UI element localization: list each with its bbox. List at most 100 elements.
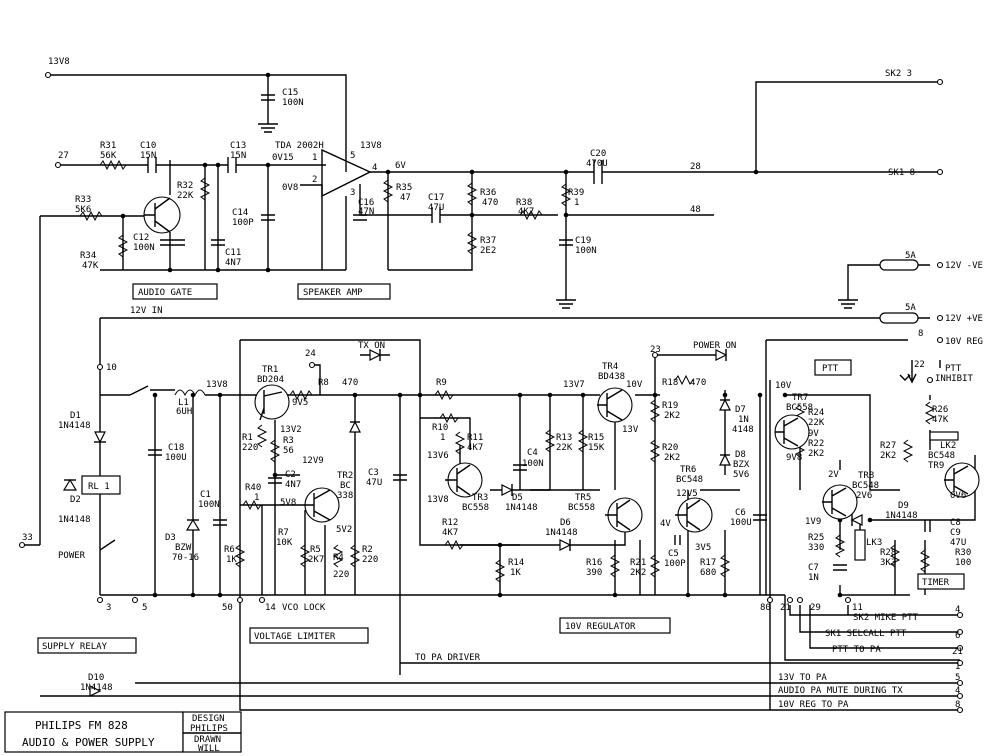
v13v7: 13V7 xyxy=(563,380,585,390)
r31-value: 56K xyxy=(100,151,117,161)
transistors xyxy=(143,196,980,533)
r18-ref: R18 xyxy=(662,378,678,388)
tr2-value-1: BC xyxy=(340,481,351,491)
r33-ref: R33 xyxy=(75,195,91,205)
c13-value: 15N xyxy=(230,151,246,161)
d10-ref: D10 xyxy=(88,673,104,683)
node-22: 22 xyxy=(914,360,925,370)
ptt-inhibit-line2: INHIBIT xyxy=(935,374,974,384)
c7-ref: C7 xyxy=(808,563,819,573)
tr4-ref: TR4 xyxy=(602,362,618,372)
node-14: 14 xyxy=(265,603,276,613)
r20-value: 2K2 xyxy=(664,453,680,463)
tr7-ref: TR7 xyxy=(792,393,808,403)
r8-ref: R8 xyxy=(318,378,329,388)
c8-value: 47U xyxy=(950,538,966,548)
r2-value: 220 xyxy=(362,555,378,565)
v12v5: 12V5 xyxy=(676,489,698,499)
d3-value-1: BZW xyxy=(175,543,192,553)
title-line-1: PHILIPS FM 828 xyxy=(35,719,128,732)
ic-pin2: 2 xyxy=(312,175,317,185)
lk2-ref: LK2 xyxy=(940,441,956,451)
r8-value: 470 xyxy=(342,378,358,388)
tr9-ref: TR9 xyxy=(928,461,944,471)
resistors xyxy=(79,159,936,583)
c3-ref: C3 xyxy=(368,468,379,478)
node-50: 50 xyxy=(222,603,233,613)
r40-value: 1 xyxy=(254,493,259,503)
node-23: 23 xyxy=(650,345,661,355)
r35-value: 47 xyxy=(400,193,411,203)
design-label: DESIGN xyxy=(192,714,225,724)
d5-value: 1N4148 xyxy=(505,503,538,513)
d5-ref: D5 xyxy=(512,493,523,503)
ic-pin1: 1 xyxy=(312,153,317,163)
out-audio-pa-mute-pin: 4 xyxy=(955,686,960,696)
power-switch-label: POWER xyxy=(58,551,86,561)
r26-ref: R26 xyxy=(932,405,948,415)
tr3-ref: TR3 xyxy=(472,493,488,503)
v9v5: 9V5 xyxy=(292,398,308,408)
fuse-1-rating: 5A xyxy=(905,251,916,261)
ic-supply-13v8: 13V8 xyxy=(360,141,382,151)
out-to-pa-driver-pin: 1 xyxy=(955,662,960,672)
tr9-value: BC548 xyxy=(928,451,955,461)
r11-ref: R11 xyxy=(467,433,483,443)
r16-ref: R16 xyxy=(586,558,602,568)
title-line-2: AUDIO & POWER SUPPLY xyxy=(22,736,155,749)
r37-value: 2E2 xyxy=(480,246,496,256)
v1v9: 1V9 xyxy=(805,517,821,527)
d10-value: 1N4148 xyxy=(80,683,113,693)
tr6-ref: TR6 xyxy=(680,465,696,475)
v12v9: 12V9 xyxy=(302,456,324,466)
limiter-component-labels: D1 1N4148 RL 1 D2 1N4148 D10 1N4148 L1 6… xyxy=(58,341,385,693)
d8-value-2: 5V6 xyxy=(733,470,749,480)
l1-ref: L1 xyxy=(178,398,189,408)
capacitors xyxy=(122,94,931,571)
node-29: 29 xyxy=(810,603,821,613)
out-13v-to-pa: 13V TO PA xyxy=(778,673,827,683)
r36-value: 470 xyxy=(482,198,498,208)
r30-value: 100 xyxy=(955,558,971,568)
connector-terminals xyxy=(18,71,964,714)
out-ptt-to-pa-pin: 21 xyxy=(952,647,963,657)
c2-value: 4N7 xyxy=(285,480,301,490)
v3v5: 3V5 xyxy=(695,543,711,553)
d6-ref: D6 xyxy=(560,518,571,528)
rail-13v8: 13V8 xyxy=(206,380,228,390)
r13-value: 22K xyxy=(556,443,573,453)
node-21: 21 xyxy=(780,603,791,613)
ptt-component-labels: 10V TR7 BC558 9V8 R24 22K 9V R22 2K2 R27… xyxy=(775,381,971,583)
r22-ref: R22 xyxy=(808,439,824,449)
connector-labels: 13V8 27 28 48 33 SK2 3 SK1 8 5A 12V -VE … xyxy=(22,57,983,613)
audio-gate-label: AUDIO GATE xyxy=(138,288,192,298)
r17-ref: R17 xyxy=(700,558,716,568)
c19-ref: C19 xyxy=(575,236,591,246)
r24-ref: R24 xyxy=(808,408,824,418)
timer-label: TIMER xyxy=(922,578,950,588)
tx-on-label: TX ON xyxy=(358,341,385,351)
c16-value: 47N xyxy=(358,207,374,217)
d7-value-1: 1N xyxy=(738,415,749,425)
audio-component-labels: R31 56K C10 15N C13 15N C15 100N TDA 200… xyxy=(75,88,608,271)
out-10v-reg-to-pa-pin: 8 xyxy=(955,700,960,710)
regulator-component-labels: R9 R10 1 R11 4K7 13V6 TR3 BC558 13V8 R12… xyxy=(427,341,754,578)
out-audio-pa-mute: AUDIO PA MUTE DURING TX xyxy=(778,686,903,696)
c12-value: 100N xyxy=(133,243,155,253)
c17-value: 47U xyxy=(428,203,444,213)
tr6-value: BC548 xyxy=(676,475,703,485)
rl1-ref: RL 1 xyxy=(88,482,110,492)
design-by: PHILIPS xyxy=(190,724,228,734)
output-labels: SK2 MIKE PTT 4 SK1 SELCALL PTT 6 PTT TO … xyxy=(415,605,963,710)
r14-ref: R14 xyxy=(508,558,524,568)
regulator-label: 10V REGULATOR xyxy=(565,622,636,632)
ic-tda2002h: TDA 2002H xyxy=(275,141,324,151)
d3-value-2: 70-16 xyxy=(172,553,199,563)
wiring xyxy=(22,74,976,711)
power-on-label: POWER ON xyxy=(693,341,736,351)
r24-value: 22K xyxy=(808,418,825,428)
v9v8: 9V8 xyxy=(786,453,802,463)
12v-in-label: 12V IN xyxy=(130,306,163,316)
out-sk1-selcall: SK1 SELCALL PTT xyxy=(825,629,907,639)
